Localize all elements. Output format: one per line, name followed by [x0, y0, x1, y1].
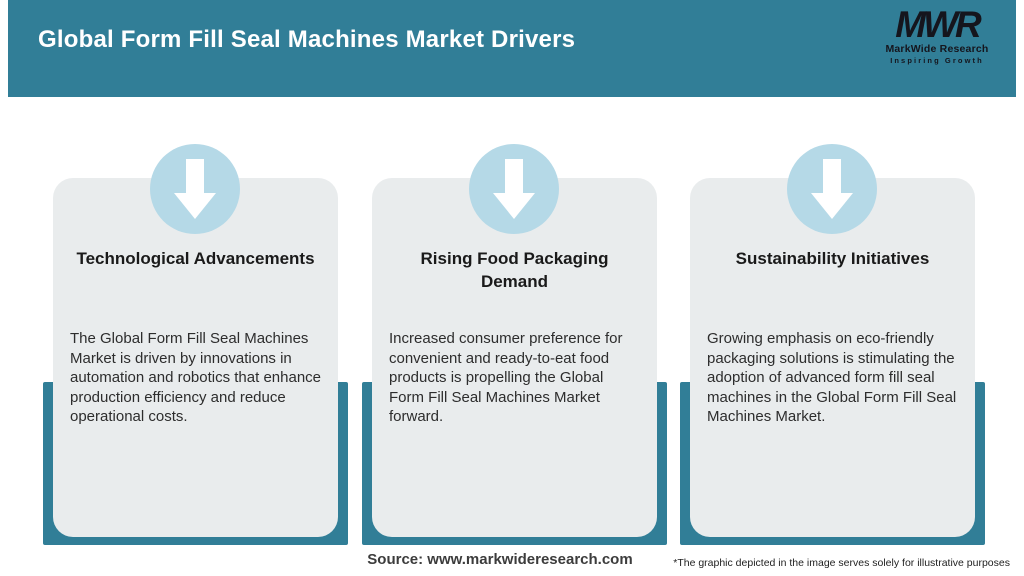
- logo-tagline: Inspiring Growth: [890, 56, 984, 65]
- card-body: [372, 178, 657, 537]
- driver-card-sustainability-initiatives: Sustainability Initiatives Growing empha…: [680, 143, 985, 545]
- header-bar: Global Form Fill Seal Machines Market Dr…: [8, 0, 1016, 97]
- card-title: Rising Food Packaging Demand: [420, 249, 609, 291]
- card-body: [690, 178, 975, 537]
- card-description: The Global Form Fill Seal Machines Marke…: [70, 330, 322, 425]
- card-description: Growing emphasis on eco-friendly packagi…: [707, 330, 957, 425]
- page-title: Global Form Fill Seal Machines Market Dr…: [38, 26, 576, 53]
- card-title: Sustainability Initiatives: [735, 249, 930, 268]
- down-arrow-icon: [150, 144, 240, 234]
- down-arrow-icon: [787, 144, 877, 234]
- logo-name: MarkWide Research: [885, 43, 989, 55]
- mwr-logo: MWR MarkWide Research Inspiring Growth: [882, 4, 992, 66]
- down-arrow-icon: [469, 144, 559, 234]
- card-description: Increased consumer preference for conven…: [389, 330, 623, 425]
- card-title: Technological Advancements: [76, 249, 315, 268]
- driver-card-rising-food-packaging-demand: Rising Food Packaging Demand Increased c…: [362, 143, 667, 545]
- card-body: [53, 178, 338, 537]
- source-text: Source: www.markwideresearch.com: [367, 551, 633, 568]
- logo-acronym: MWR: [895, 4, 981, 45]
- disclaimer-text: *The graphic depicted in the image serve…: [673, 557, 1010, 569]
- driver-card-technological-advancements: Technological Advancements The Global Fo…: [43, 143, 348, 545]
